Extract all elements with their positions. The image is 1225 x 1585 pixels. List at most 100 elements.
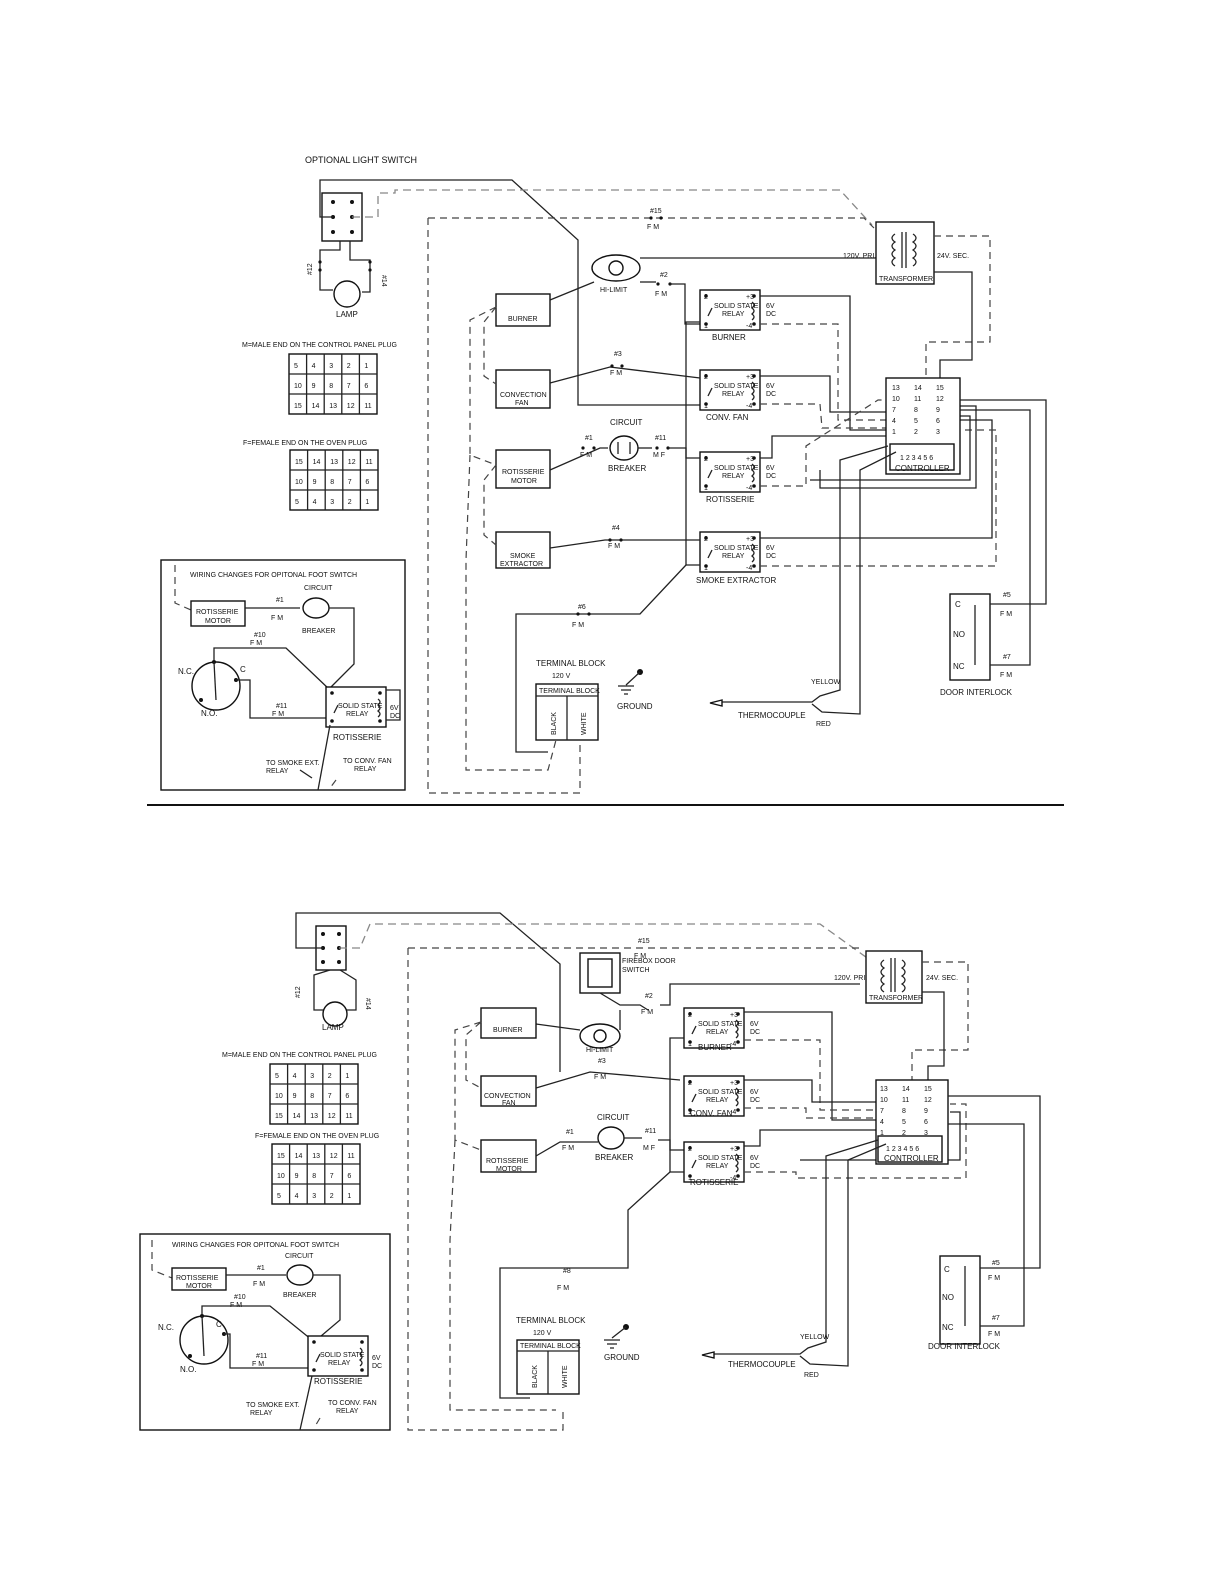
controller-pin: 9 [936,407,940,414]
relay-pin: +3 [746,374,754,381]
b-conv-fan-box [480,1075,537,1107]
ground-label: GROUND [617,702,653,711]
plug-pin: 13 [310,1113,318,1120]
relay-pin: 2 [704,374,708,381]
ground-icon [618,671,641,695]
wire-1-fm: F M [580,452,592,459]
smoke-label-2: EXTRACTOR [500,561,543,568]
controller-pin: 3 [936,429,940,436]
b-thermocouple-tip [701,1351,715,1359]
b-foot-wire-10: #10 [234,1294,246,1301]
controller-pin: 12 [936,396,944,403]
plug-pin: 5 [277,1193,281,1200]
wire-2-fm: F M [655,291,667,298]
smoke-label-1: SMOKE [510,553,536,560]
controller-pin: 13 [892,385,900,392]
plug-pin: 9 [312,383,316,390]
foot-wire-11-fm: F M [272,711,284,718]
controller-pin: 13 [880,1086,888,1093]
foot-wire-10: #10 [254,632,266,639]
light-switch-label: OPTIONAL LIGHT SWITCH [305,155,417,165]
conv-relay-label: CONV. FAN [706,413,749,422]
plug-pin: 13 [329,403,337,410]
b-burner-box [480,1007,537,1039]
b-foot-wire-1: #1 [257,1265,265,1272]
relay-pin: 1 [704,323,708,330]
relay-pin: 2 [688,1080,692,1087]
b-controller [877,1135,943,1163]
relay-dc-label: 6V [766,465,775,472]
wire-4-label: #4 [612,525,620,532]
plug-pin: 5 [295,499,299,506]
plug-pin: 7 [330,1173,334,1180]
b-to-smoke-1: TO SMOKE EXT. [246,1402,300,1409]
relay-dc-label: 6V [750,1089,759,1096]
convection-fan-box [495,369,551,409]
b-wire-3: #3 [598,1058,606,1065]
plug-pin: 12 [348,459,356,466]
controller-pin: 15 [936,385,944,392]
relay-dc-label: DC [750,1097,760,1104]
wire-5-label: #5 [1003,592,1011,599]
plug-pin: 14 [313,459,321,466]
controller-pin: 4 [880,1119,884,1126]
plug-pin: 6 [365,479,369,486]
relay-pin: -4 [746,403,752,410]
b-wire-8: #8 [563,1268,571,1275]
plug-pin: 14 [295,1153,303,1160]
circuit-breaker [609,435,639,461]
plug-pin: 9 [313,479,317,486]
b-pri-label: 120V. PRI. [834,975,867,982]
black-label: BLACK [551,712,558,735]
relay-pin: 1 [688,1175,692,1182]
thermocouple-tip [709,699,723,707]
b-wire-14: #14 [364,998,371,1010]
wire-1-label: #1 [585,435,593,442]
relay-pin: 1 [704,403,708,410]
v120-label: 120 V [552,673,571,680]
b-sec-label: 24V. SEC. [926,975,958,982]
plug-pin: 10 [277,1173,285,1180]
foot-switch [191,661,241,711]
foot-wire-10-fm: F M [250,640,262,647]
door-interlock [949,593,991,681]
plug-pin: 7 [347,383,351,390]
relay-dc-label: 6V [766,545,775,552]
lamp-label: LAMP [336,310,358,319]
b-door-interlock [939,1255,981,1345]
foot-wire-1: #1 [276,597,284,604]
thermocouple-label: THERMOCOUPLE [738,711,806,720]
b-foot-title: WIRING CHANGES FOR OPITONAL FOOT SWITCH [172,1242,339,1249]
wire-7-fm: F M [1000,672,1012,679]
b-white-label: WHITE [562,1365,569,1388]
b-black-label: BLACK [532,1365,539,1388]
plug-pin: 1 [345,1073,349,1080]
foot-c-label: C [240,665,246,674]
wire-6-label: #6 [578,604,586,611]
relay-pin: -4 [746,485,752,492]
relay-pin: 1 [704,485,708,492]
b-lamp [322,1001,348,1027]
circuit-label: CIRCUIT [610,418,643,427]
relay-pin: +3 [730,1012,738,1019]
relay-pin: 1 [704,565,708,572]
controller-pin: 1 [892,429,896,436]
plug-pin: 3 [330,499,334,506]
door-no: NO [953,630,965,639]
rotisserie-motor-box [495,449,551,489]
wire-3-label: #3 [614,351,622,358]
rot-relay-label: ROTISSERIE [706,495,754,504]
door-label: DOOR INTERLOCK [940,688,1013,697]
terminal-block-inner: TERMINAL BLOCK [539,688,600,695]
b-wire-1: #1 [566,1129,574,1136]
relay-label: RELAY [706,1163,729,1170]
controller-pin: 10 [880,1097,888,1104]
relay-dc-label: DC [750,1163,760,1170]
relay-pin: +3 [730,1080,738,1087]
b-foot-breaker-label: BREAKER [283,1292,316,1299]
controller-pin: 5 [902,1119,906,1126]
b-wire-3-fm: F M [594,1074,606,1081]
plug-pin: 13 [330,459,338,466]
controller-pin: 9 [924,1108,928,1115]
